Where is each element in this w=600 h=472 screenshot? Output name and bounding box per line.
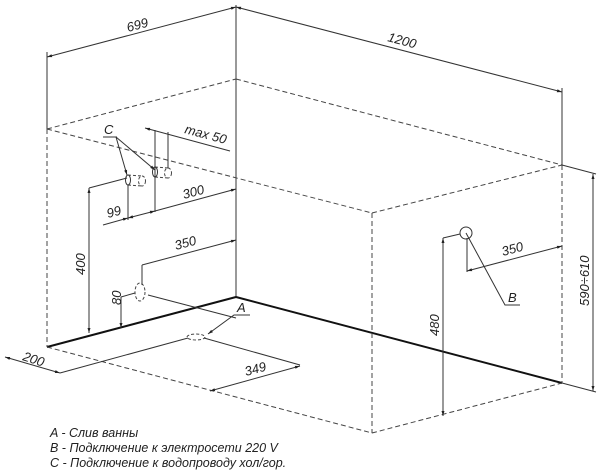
dimension-pipe-from-corner: 300: [181, 182, 207, 202]
dimension-line-max50: [144, 127, 231, 152]
dimension-line-length: [235, 6, 563, 93]
water-pipes: [125, 166, 172, 187]
dimension-line-349: [209, 365, 301, 392]
dimension-line-350-left: [141, 239, 237, 266]
leader-c-2: [115, 136, 156, 171]
dimension-line-width: [46, 6, 237, 58]
label-c: C: [104, 122, 114, 137]
dimension-line-300: [154, 188, 237, 212]
dimension-pipe-spacing: 99: [105, 203, 123, 221]
power-outlet: [459, 226, 473, 240]
dimension-line-350-right: [466, 245, 563, 272]
dimension-drain-from-corner: 350: [173, 233, 199, 253]
dimension-width: 699: [125, 15, 150, 35]
dimension-length: 1200: [386, 29, 419, 51]
leader-c-1: [115, 136, 128, 176]
legend-item-a: A - Слив ванны: [49, 426, 138, 440]
label-a: A: [236, 300, 246, 315]
dimension-floor-offset: 200: [20, 348, 47, 370]
dimension-drain-height: 80: [109, 290, 124, 305]
legend-item-b: B - Подключение к электросети 220 V: [50, 441, 280, 455]
dimension-pipe-height: 400: [73, 253, 88, 275]
dimension-line-200: [4, 356, 61, 374]
label-b: B: [508, 290, 517, 305]
dimension-bath-height: 590÷610: [577, 255, 592, 306]
dimension-max-offset: max 50: [183, 121, 229, 147]
drain-outlet: [134, 282, 146, 302]
legend-item-c: C - Подключение к водопроводу хол/гор.: [50, 456, 286, 470]
wall-lines: [46, 5, 563, 384]
dimension-power-height: 480: [427, 314, 442, 336]
leader-a: [207, 314, 250, 335]
dimension-power-from-end: 350: [500, 239, 526, 259]
legend: A - Слив ванны B - Подключение к электро…: [49, 426, 286, 470]
bathtub-outline: [46, 78, 563, 434]
dimension-drain-floor: 349: [243, 359, 268, 379]
drain: [186, 333, 206, 341]
